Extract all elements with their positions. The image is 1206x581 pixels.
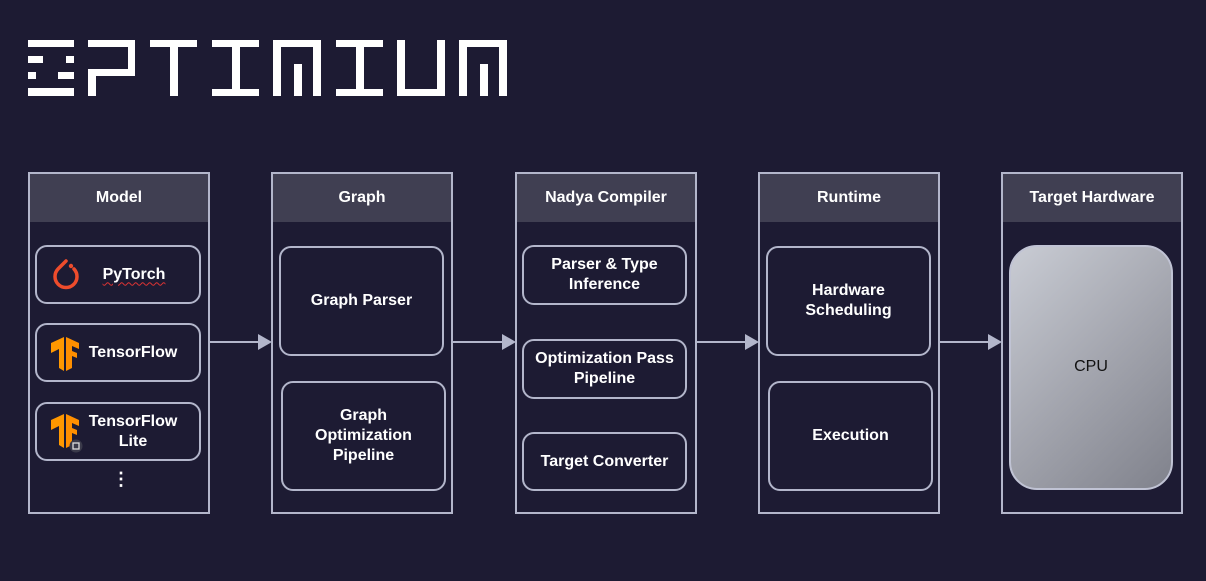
tensorflow-lite-icon [51, 414, 83, 453]
optimization-pass-pipeline-box: Optimization Pass Pipeline [522, 339, 687, 399]
graph-optimization-label: Graph Optimization Pipeline [315, 407, 412, 464]
arrow-compiler-to-runtime [697, 334, 759, 350]
tensorflow-lite-box: TensorFlow Lite [35, 402, 201, 461]
optimium-logo [28, 40, 507, 96]
arrow-runtime-to-hardware [940, 334, 1002, 350]
runtime-column: Runtime [758, 172, 940, 514]
pytorch-box: PyTorch [35, 245, 201, 304]
column-header: Target Hardware [1003, 174, 1181, 222]
execution-label: Execution [812, 427, 889, 444]
column-header: Runtime [760, 174, 938, 222]
column-header: Model [30, 174, 208, 222]
column-header: Graph [273, 174, 451, 222]
parser-type-inference-label: Parser & Type Inference [551, 256, 658, 293]
graph-optimization-box: Graph Optimization Pipeline [281, 381, 446, 491]
hardware-scheduling-box: Hardware Scheduling [766, 246, 931, 356]
graph-parser-box: Graph Parser [279, 246, 444, 356]
pytorch-icon [53, 259, 79, 290]
tensorflow-box: TensorFlow [35, 323, 201, 382]
model-column: Model [28, 172, 210, 514]
arrow-model-to-graph [210, 334, 272, 350]
optimization-pass-pipeline-label: Optimization Pass Pipeline [535, 350, 674, 387]
pytorch-label: PyTorch [102, 265, 166, 283]
cpu-label: CPU [1074, 357, 1108, 375]
hardware-scheduling-label: Hardware Scheduling [805, 282, 892, 319]
cpu-box: CPU [1009, 245, 1173, 490]
target-converter-label: Target Converter [540, 452, 669, 470]
tensorflow-lite-label: TensorFlow Lite [88, 412, 178, 450]
graph-column: Graph [271, 172, 453, 514]
more-models-ellipsis: ⋮ [112, 469, 130, 489]
target-hardware-column: Target Hardware [1001, 172, 1183, 514]
tensorflow-label: TensorFlow [88, 343, 178, 361]
tensorflow-icon [51, 337, 79, 371]
target-converter-box: Target Converter [522, 432, 687, 491]
arrow-graph-to-compiler [453, 334, 516, 350]
parser-type-inference-box: Parser & Type Inference [522, 245, 687, 305]
graph-parser-label: Graph Parser [310, 292, 413, 309]
nadya-compiler-column: Nadya Compiler [515, 172, 697, 514]
execution-box: Execution [768, 381, 933, 491]
column-header: Nadya Compiler [517, 174, 695, 222]
